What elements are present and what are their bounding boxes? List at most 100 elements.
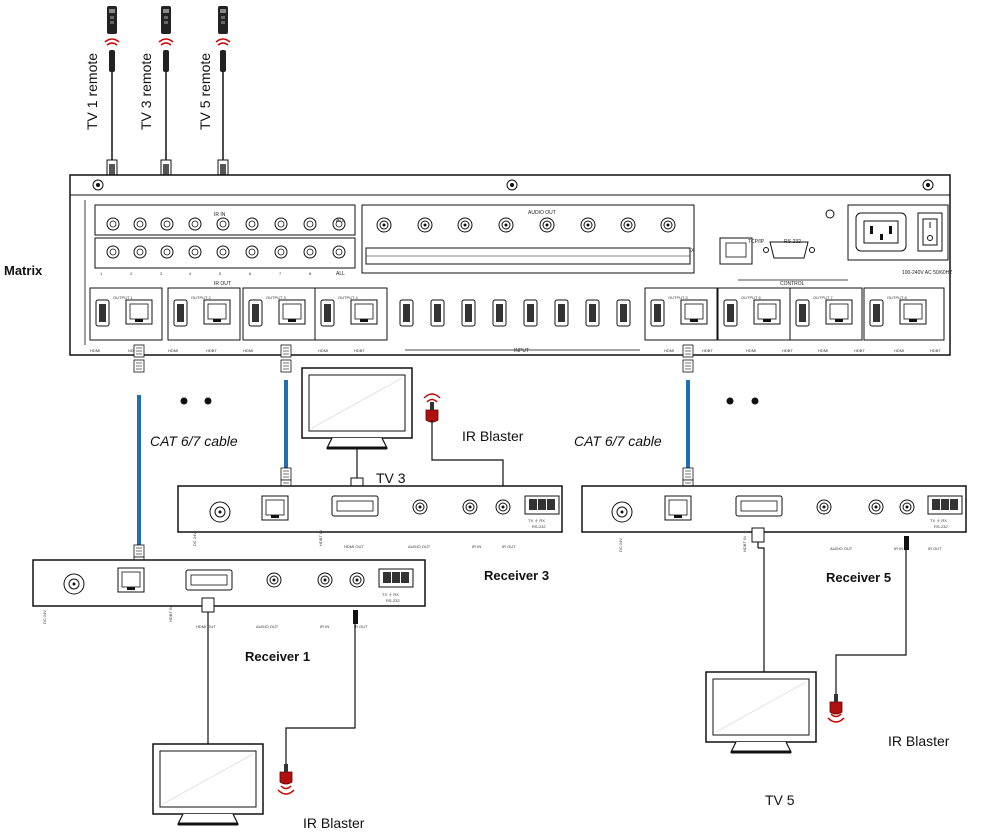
matrix-tcpip-label: TCP/IP bbox=[748, 239, 765, 245]
r5-ir-in-label: IR IN bbox=[894, 546, 903, 551]
output-3-label: OUTPUT 3 bbox=[266, 295, 286, 300]
hdmi-lbl-3: HDMI bbox=[243, 348, 253, 353]
r3-txrx-label: TX ⏚ RX bbox=[528, 517, 545, 523]
r3-dc-label: DC 24V bbox=[192, 532, 197, 546]
hdmi-lbl-6: HDMI bbox=[746, 348, 756, 353]
hdbt-lbl-5: HDBT bbox=[702, 348, 713, 353]
hdmi-lbl-1: HDMI bbox=[90, 348, 100, 353]
r3-audio-out-label: AUDIO OUT bbox=[408, 544, 431, 549]
matrix-all-label: ALL bbox=[336, 218, 345, 224]
tv1-remote-label: TV 1 remote bbox=[84, 53, 100, 130]
r3-hdmi-out-label: HDMI OUT bbox=[344, 544, 364, 549]
r1-rs232-label: RS-232 bbox=[386, 598, 400, 603]
matrix-label: Matrix bbox=[4, 263, 43, 278]
matrix-panel: IR IN IR OUT ALL ALL 1 2 3 4 5 6 7 8 AUD… bbox=[69, 174, 952, 356]
ir-port-7: 7 bbox=[279, 271, 282, 276]
tv5-icon bbox=[704, 670, 818, 754]
ir-port-4: 4 bbox=[189, 271, 192, 276]
tv5-remote bbox=[215, 5, 231, 179]
hdmi-lbl-2: HDMI bbox=[168, 348, 178, 353]
ir-blaster-tv1 bbox=[277, 610, 358, 795]
cable-label-left: CAT 6/7 cable bbox=[150, 433, 238, 449]
r1-dc-label: DC 24V bbox=[42, 610, 47, 624]
hdmi-lbl-8: HDMI bbox=[894, 348, 904, 353]
matrix-output-7 bbox=[789, 287, 863, 341]
tv1-icon bbox=[151, 742, 265, 826]
hdbt-lbl-7: HDBT bbox=[854, 348, 865, 353]
output-6-label: OUTPUT 6 bbox=[741, 295, 761, 300]
ir-in-jacks bbox=[106, 217, 346, 231]
r5-txrx-label: TX ⏚ RX bbox=[930, 517, 947, 523]
r1-audio-out-label: AUDIO OUT bbox=[256, 624, 279, 629]
matrix-output-8 bbox=[863, 287, 945, 341]
receiver3-panel bbox=[177, 485, 563, 533]
receiver1-panel bbox=[32, 559, 426, 607]
tv1-remote bbox=[104, 5, 120, 179]
ellipsis-dot bbox=[751, 397, 759, 405]
ellipsis-dot bbox=[204, 397, 212, 405]
ir-port-3: 3 bbox=[160, 271, 163, 276]
tcpip-port bbox=[719, 237, 753, 265]
ir-out-jacks bbox=[106, 245, 346, 259]
r5-rs232-label: RS-232 bbox=[934, 524, 948, 529]
hdmi-lbl-5: HDMI bbox=[664, 348, 674, 353]
output-7-label: OUTPUT 7 bbox=[813, 295, 833, 300]
tv5-hdmi-cable bbox=[751, 527, 765, 678]
r5-audio-out-label: AUDIO OUT bbox=[830, 546, 853, 551]
ir-port-1: 1 bbox=[100, 271, 103, 276]
matrix-power-label: 100-240V AC 50/60HZ bbox=[902, 270, 952, 276]
power-socket bbox=[847, 204, 949, 261]
ir-port-2: 2 bbox=[130, 271, 133, 276]
cable-label-right: CAT 6/7 cable bbox=[574, 433, 662, 449]
ir-port-5: 5 bbox=[219, 271, 222, 276]
output-1-label: OUTPUT 1 bbox=[113, 295, 133, 300]
r5-ir-out-label: IR OUT bbox=[928, 546, 942, 551]
tv3-label: TV 3 bbox=[376, 470, 406, 486]
matrix-input-label: INPUT bbox=[514, 348, 529, 354]
ir-port-6: 6 bbox=[249, 271, 252, 276]
output-5-label: OUTPUT 5 bbox=[668, 295, 688, 300]
hdbt-lbl-4: HDBT bbox=[354, 348, 365, 353]
output-4-label: OUTPUT 4 bbox=[338, 295, 358, 300]
r5-hdbt-in-label: HDBT IN bbox=[742, 536, 747, 552]
ir-blaster-top-label: IR Blaster bbox=[462, 428, 524, 444]
rs232-port bbox=[763, 241, 815, 259]
matrix-output-1 bbox=[89, 287, 163, 341]
matrix-output-5 bbox=[644, 287, 718, 341]
r1-ir-out-label: IR OUT bbox=[354, 624, 368, 629]
ir-blaster-tv5 bbox=[827, 536, 909, 723]
r3-hdbt-in-label: HDBT IN bbox=[318, 530, 323, 546]
hdmi-lbl-7: HDMI bbox=[818, 348, 828, 353]
hdbt-lbl-8: HDBT bbox=[930, 348, 941, 353]
matrix-control-label: CONTROL bbox=[780, 281, 805, 287]
matrix-output-2 bbox=[167, 287, 241, 341]
r1-ir-in-label: IR IN bbox=[320, 624, 329, 629]
receiver1-label: Receiver 1 bbox=[245, 649, 310, 664]
hdbt-lbl-6: HDBT bbox=[782, 348, 793, 353]
r5-dc-label: DC 24V bbox=[618, 538, 623, 552]
r3-ir-in-label: IR IN bbox=[472, 544, 481, 549]
hdbt-lbl-2: HDBT bbox=[206, 348, 217, 353]
r1-hdmi-out-label: HDMI OUT bbox=[196, 624, 216, 629]
receiver3-label: Receiver 3 bbox=[484, 568, 549, 583]
tv3-remote-label: TV 3 remote bbox=[138, 53, 154, 130]
audio-terminal-strip bbox=[365, 247, 691, 265]
output-8-label: OUTPUT 8 bbox=[887, 295, 907, 300]
cable-output-1 bbox=[133, 344, 145, 570]
tv5-remote-label: TV 5 remote bbox=[197, 53, 213, 130]
r1-txrx-label: TX ⏚ RX bbox=[382, 591, 399, 597]
r3-rs232-label: RS-232 bbox=[532, 524, 546, 529]
r3-ir-out-label: IR OUT bbox=[502, 544, 516, 549]
matrix-output-4 bbox=[314, 287, 388, 341]
tv5-label: TV 5 bbox=[765, 792, 795, 808]
matrix-ir-out-label: IR OUT bbox=[214, 281, 231, 287]
tv1-hdmi-cable bbox=[201, 597, 215, 748]
tv3-remote bbox=[158, 5, 174, 179]
cable-output-5 bbox=[682, 344, 694, 493]
ellipsis-dot bbox=[180, 397, 188, 405]
ir-blaster-tv3 bbox=[423, 393, 504, 495]
ir-port-8: 8 bbox=[309, 271, 312, 276]
matrix-output-6 bbox=[717, 287, 791, 341]
receiver5-label: Receiver 5 bbox=[826, 570, 891, 585]
